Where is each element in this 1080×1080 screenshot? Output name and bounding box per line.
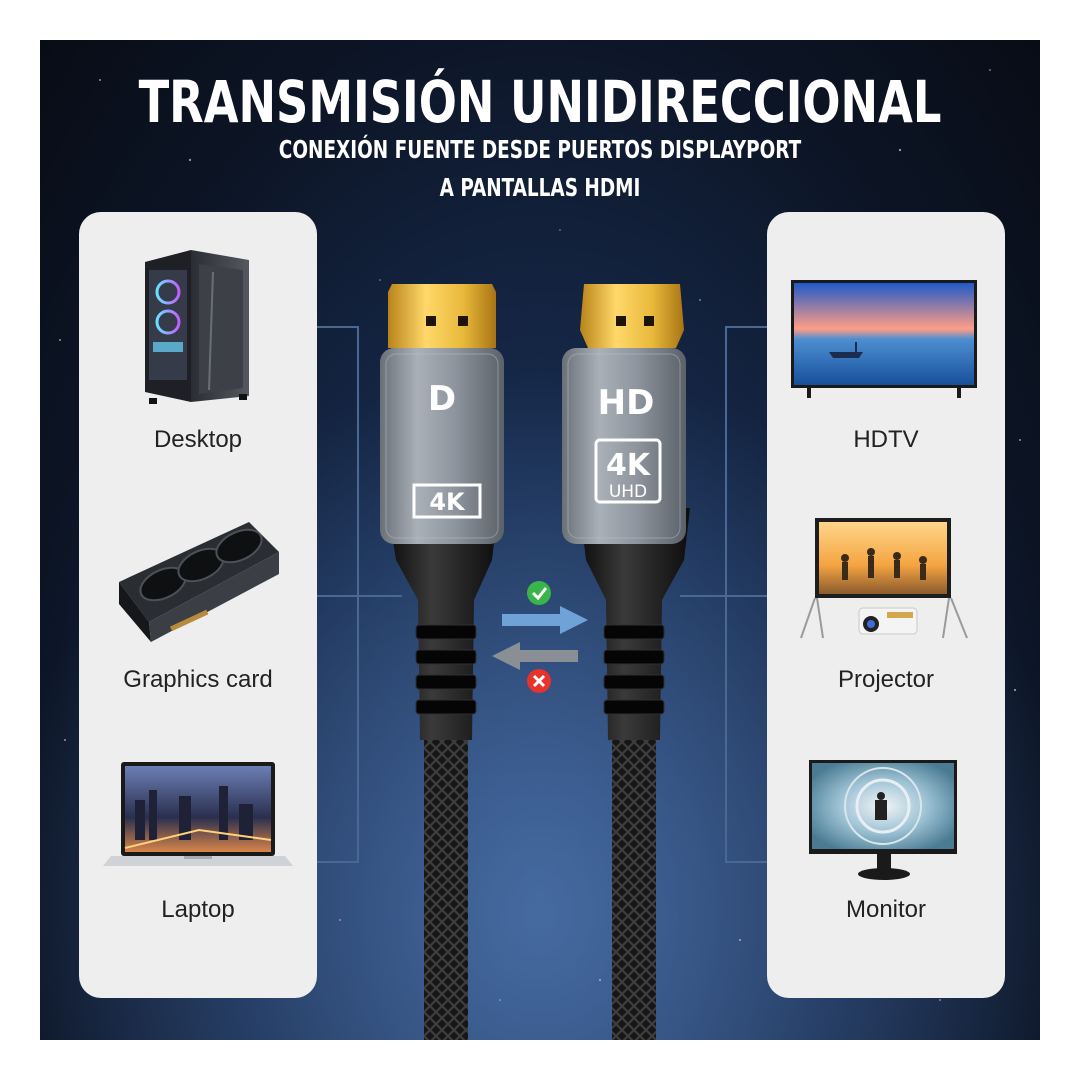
displayport-connector: [380, 284, 504, 1040]
hdmi-4k-badge: 4K: [606, 448, 652, 483]
product-infographic: TRANSMISIÓN UNIDIRECCIONAL CONEXIÓN FUEN…: [40, 40, 1040, 1040]
projector-label: Projector: [837, 666, 935, 693]
dp-4k-badge-frame: [412, 483, 482, 519]
hdtv-icon: [791, 280, 977, 398]
monitor-icon: [809, 760, 957, 880]
hdmi-uhd-badge: UHD: [609, 482, 647, 502]
graphics-card-icon: [119, 522, 279, 642]
forward-arrow-allowed: [502, 606, 588, 634]
reverse-arrow-blocked: [492, 642, 578, 670]
monitor-label: Monitor: [845, 896, 927, 923]
desktop-pc-icon: [145, 250, 249, 404]
dp-logo: D: [428, 379, 456, 419]
dp-to-hdmi-cable: D 4K HD 4K UHD: [380, 284, 690, 1040]
dp-4k-badge: 4K: [429, 488, 466, 516]
graphics-card-label: Graphics card: [123, 666, 273, 693]
display-devices-panel: HDTV: [767, 212, 1005, 998]
source-devices-panel: Desktop Graphics card: [79, 212, 317, 998]
hdmi-logo: HD: [598, 383, 655, 423]
cross-icon: [527, 669, 551, 693]
desktop-label: Desktop: [153, 426, 243, 453]
projector-icon: [800, 518, 968, 639]
page-title: TRANSMISIÓN UNIDIRECCIONAL: [138, 68, 942, 136]
hdmi-4k-uhd-badge-frame: [594, 438, 662, 504]
subtitle-line-1: CONEXIÓN FUENTE DESDE PUERTOS DISPLAYPOR…: [278, 135, 802, 164]
subtitle-line-2: A PANTALLAS HDMI: [439, 173, 641, 202]
hdmi-connector: [562, 284, 690, 1040]
hdtv-label: HDTV: [853, 426, 919, 453]
check-icon: [527, 581, 551, 605]
laptop-label: Laptop: [161, 896, 235, 923]
laptop-icon: [103, 762, 293, 866]
